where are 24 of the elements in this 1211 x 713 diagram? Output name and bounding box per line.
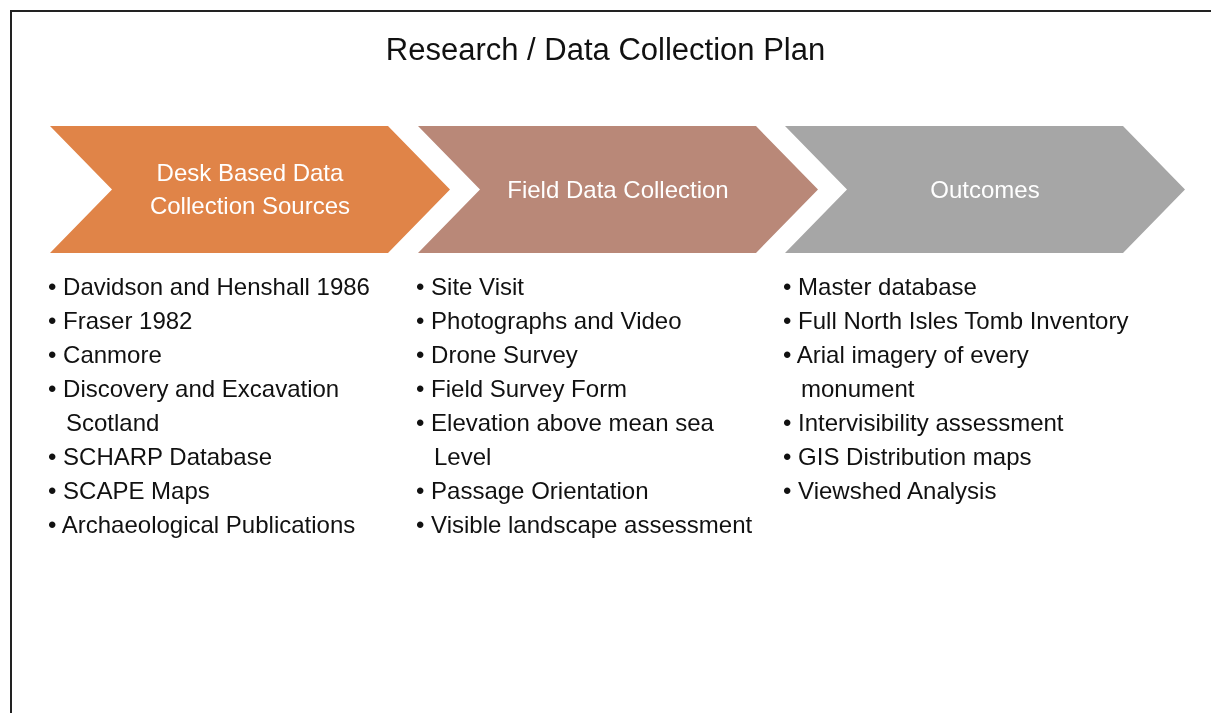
bullet-item: • Archaeological Publications — [48, 510, 356, 540]
bullet-item: • GIS Distribution maps — [783, 442, 1032, 472]
bullet-item: • Fraser 1982 — [48, 306, 193, 336]
chevron-label: Field Data Collection — [506, 174, 730, 205]
bullet-item: • Visible landscape assessment — [416, 510, 753, 540]
bullet-item: • Discovery and Excavation Scotland — [48, 374, 341, 438]
bullet-item: • Full North Isles Tomb Inventory — [783, 306, 1129, 336]
bullet-item: • Field Survey Form — [416, 374, 628, 404]
bullet-item: • Canmore — [48, 340, 163, 370]
bullet-item: • Passage Orientation — [416, 476, 649, 506]
diagram-title: Research / Data Collection Plan — [384, 32, 827, 68]
bullet-item: • Master database — [783, 272, 977, 302]
chevron-label: Outcomes — [929, 174, 1041, 205]
bullet-item: • Photographs and Video — [416, 306, 682, 336]
bullet-item: • Viewshed Analysis — [783, 476, 997, 506]
bullet-item: • SCHARP Database — [48, 442, 273, 472]
bullet-item: • Davidson and Henshall 1986 — [48, 272, 370, 302]
bullet-item: • Elevation above mean sea Level — [416, 408, 715, 472]
bullet-item: • Site Visit — [416, 272, 524, 302]
chevron-label: Desk Based Data Collection Sources — [148, 157, 352, 222]
bullet-item: • SCAPE Maps — [48, 476, 210, 506]
bullet-item: • Arial imagery of every monument — [783, 340, 1030, 404]
bullet-item: • Drone Survey — [416, 340, 578, 370]
bullet-item: • Intervisibility assessment — [783, 408, 1064, 438]
